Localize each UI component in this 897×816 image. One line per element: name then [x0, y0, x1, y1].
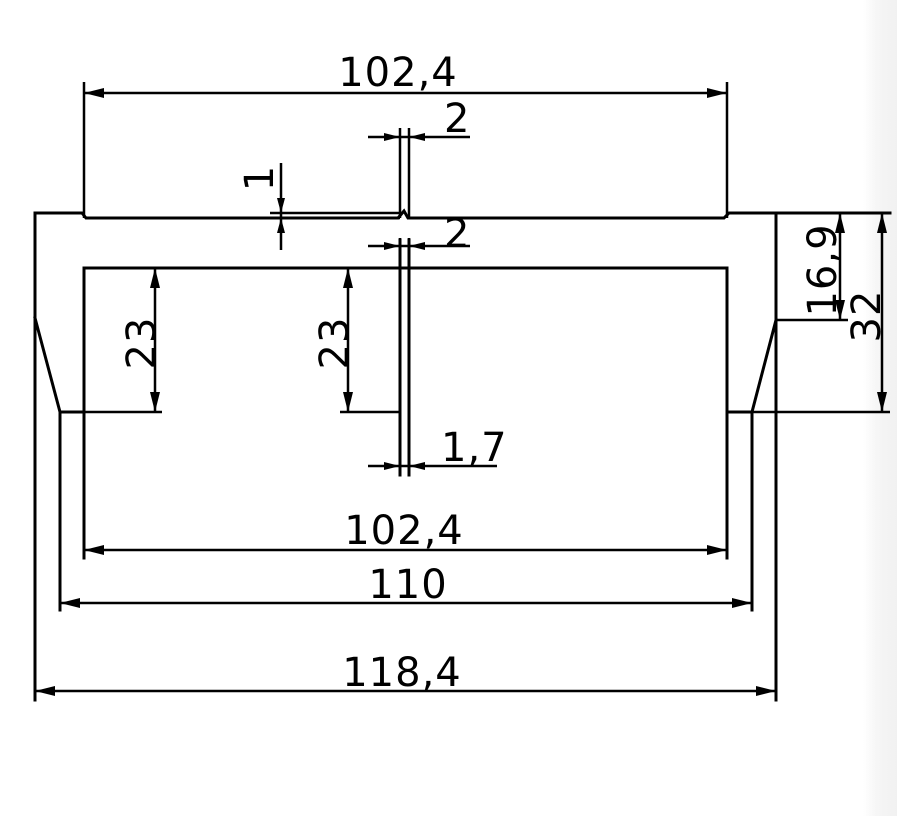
dim-center-leg-height-label: 23 — [312, 317, 358, 370]
dim-slot-mid: 2 — [368, 211, 470, 268]
dim-mid-width-label: 110 — [368, 562, 447, 608]
dim-slot-top-label: 2 — [444, 96, 470, 142]
dim-step-depth: 1 — [237, 163, 400, 250]
dim-overall-height-label: 32 — [844, 290, 890, 343]
dim-upper-height: 16,9 — [776, 213, 848, 322]
dim-step-depth-label: 1 — [237, 165, 283, 191]
dim-slot-mid-label: 2 — [444, 211, 470, 257]
dim-top-width: 102,4 — [82, 50, 729, 218]
dim-rib-thickness-label: 1,7 — [441, 425, 508, 471]
dim-upper-height-label: 16,9 — [800, 223, 846, 316]
dim-top-width-label: 102,4 — [338, 50, 458, 96]
dim-inner-width-label: 102,4 — [344, 508, 464, 554]
dim-overall-width: 118,4 — [35, 650, 776, 696]
dim-slot-top: 2 — [368, 96, 470, 218]
dim-inner-width: 102,4 — [84, 508, 727, 555]
page-edge-shadow — [863, 0, 897, 816]
dim-overall-width-label: 118,4 — [342, 650, 462, 696]
dim-overall-height: 32 — [752, 213, 890, 414]
dim-left-leg-height: 23 — [84, 268, 165, 414]
dim-left-leg-height-label: 23 — [119, 317, 165, 370]
dim-rib-thickness: 1,7 — [368, 425, 508, 471]
dim-center-leg-height: 23 — [312, 268, 400, 414]
right-chamfer — [725, 318, 778, 414]
top-edge-line — [33, 208, 778, 220]
dim-mid-width: 110 — [60, 562, 752, 608]
left-chamfer — [33, 316, 86, 414]
